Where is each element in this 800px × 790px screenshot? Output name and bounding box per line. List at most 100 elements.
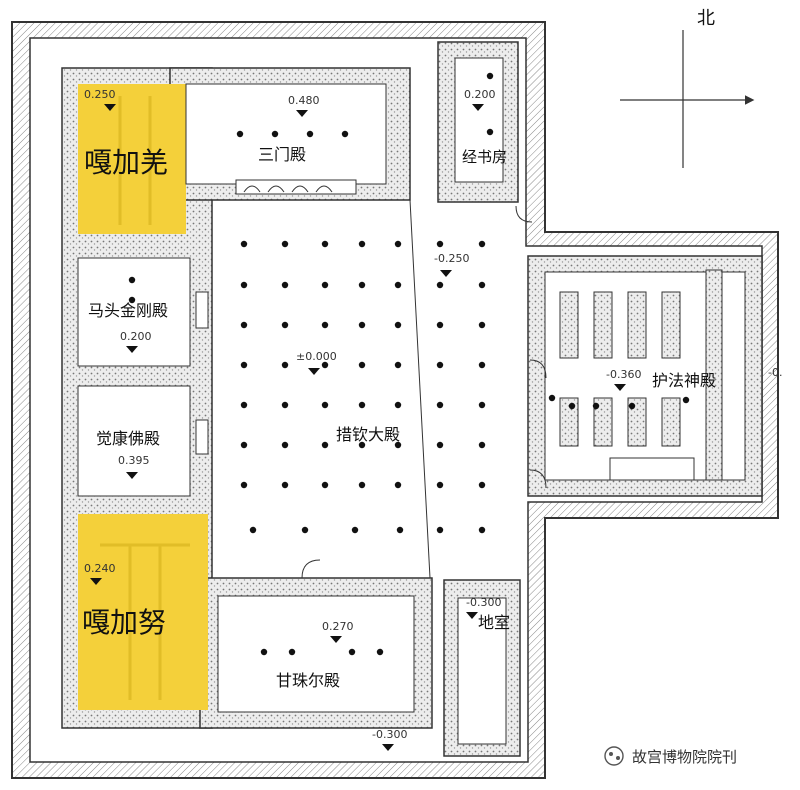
- column: [478, 240, 486, 248]
- column: [436, 481, 444, 489]
- column: [478, 526, 486, 534]
- level-juekangfodian: 0.395: [118, 454, 150, 467]
- column: [592, 402, 600, 410]
- level-courtyard-east: -0.250: [434, 252, 469, 265]
- level-matoujingangdian: 0.200: [120, 330, 152, 343]
- column: [358, 240, 366, 248]
- column: [568, 402, 576, 410]
- column: [478, 481, 486, 489]
- room-label-matoujingangdian: 马头金刚殿: [88, 301, 168, 320]
- column: [288, 648, 296, 656]
- column: [348, 648, 356, 656]
- column: [301, 526, 309, 534]
- column: [351, 526, 359, 534]
- doors: [195, 179, 547, 579]
- column: [249, 526, 257, 534]
- level-jingshufang: 0.200: [464, 88, 496, 101]
- column: [281, 481, 289, 489]
- level-gajiaqiang: 0.250: [84, 88, 116, 101]
- watermark: 故宫博物院院刊: [604, 746, 737, 766]
- room-label-gajianu: 嘎加努: [82, 606, 166, 639]
- room-label-hufashendian: 护法神殿: [652, 371, 716, 390]
- column: [281, 401, 289, 409]
- column: [321, 281, 329, 289]
- column: [281, 441, 289, 449]
- column: [240, 401, 248, 409]
- column: [321, 441, 329, 449]
- column: [240, 481, 248, 489]
- column: [321, 240, 329, 248]
- column: [271, 130, 279, 138]
- column: [478, 361, 486, 369]
- level-dishi: -0.300: [466, 596, 501, 609]
- column: [321, 361, 329, 369]
- column: [358, 281, 366, 289]
- column: [128, 276, 136, 284]
- gajianu-room: [78, 514, 208, 710]
- highlight-structure: [100, 96, 190, 700]
- column: [394, 361, 402, 369]
- column: [281, 361, 289, 369]
- column: [240, 321, 248, 329]
- column: [628, 402, 636, 410]
- column: [394, 481, 402, 489]
- compass: 北: [620, 8, 755, 168]
- room-label-jingshufang: 经书房: [462, 148, 507, 166]
- room-label-ganzhuerdian: 甘珠尔殿: [276, 671, 340, 690]
- column: [358, 321, 366, 329]
- column: [478, 321, 486, 329]
- column: [436, 401, 444, 409]
- column: [478, 401, 486, 409]
- column: [436, 321, 444, 329]
- column: [394, 441, 402, 449]
- gajiaqiang-room: [78, 84, 186, 234]
- column: [436, 240, 444, 248]
- level-sanmendian: 0.480: [288, 94, 320, 107]
- room-label-sanmendian: 三门殿: [258, 145, 306, 164]
- chapel-partitions: [559, 269, 723, 481]
- room-label-juekangfodian: 觉康佛殿: [96, 429, 160, 448]
- column: [358, 481, 366, 489]
- level-south-exterior: -0.300: [372, 728, 407, 741]
- column: [478, 441, 486, 449]
- column: [240, 281, 248, 289]
- column: [358, 441, 366, 449]
- column: [306, 130, 314, 138]
- room-labels: 嘎加羌 三门殿 经书房 马头金刚殿 觉康佛殿 措钦大殿 护法神殿 嘎加努 地室 …: [82, 145, 716, 690]
- column: [682, 396, 690, 404]
- columns: [128, 72, 690, 656]
- level-gajianu: 0.240: [84, 562, 116, 575]
- column: [436, 526, 444, 534]
- room-label-gajiaqiang: 嘎加羌: [84, 146, 168, 179]
- column: [281, 281, 289, 289]
- column: [128, 296, 136, 304]
- column: [548, 394, 556, 402]
- level-hufashendian-edge: -0.: [768, 366, 782, 379]
- column: [321, 401, 329, 409]
- column: [394, 401, 402, 409]
- column: [321, 321, 329, 329]
- level-ganzhuerdian: 0.270: [322, 620, 354, 633]
- column: [436, 361, 444, 369]
- level-marks: 0.250 0.480 0.200 0.200 0.395 -0.250 ±0.…: [84, 88, 782, 751]
- column: [281, 240, 289, 248]
- column: [321, 481, 329, 489]
- room-label-dishi: 地室: [478, 613, 510, 632]
- column: [486, 128, 494, 136]
- column: [358, 401, 366, 409]
- level-hufashendian: -0.360: [606, 368, 641, 381]
- column: [486, 72, 494, 80]
- column: [341, 130, 349, 138]
- column: [394, 281, 402, 289]
- column: [240, 240, 248, 248]
- column: [236, 130, 244, 138]
- column: [436, 281, 444, 289]
- column: [358, 361, 366, 369]
- assembly-hall: [211, 199, 431, 579]
- column: [436, 441, 444, 449]
- column: [478, 281, 486, 289]
- column: [394, 240, 402, 248]
- column: [260, 648, 268, 656]
- level-cuoqindadian: ±0.000: [296, 350, 337, 363]
